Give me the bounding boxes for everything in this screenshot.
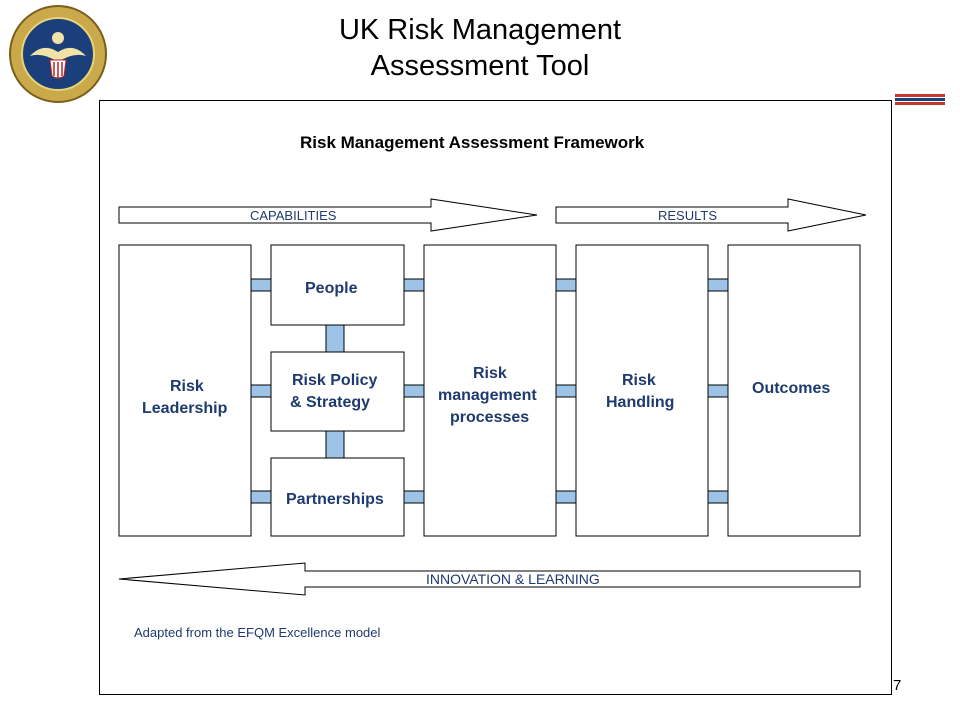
connector	[707, 384, 729, 398]
label-risk-handling: Risk Handling	[606, 372, 674, 411]
label-risk-policy: Risk Policy & Strategy	[290, 372, 382, 411]
dod-seal-logo	[9, 5, 107, 103]
connector	[325, 324, 345, 353]
box-risk-handling	[575, 244, 709, 537]
slide-title: UK Risk Management Assessment Tool	[230, 12, 730, 84]
slide-title-line1: UK Risk Management	[338, 14, 622, 46]
box-outcomes	[727, 244, 861, 537]
connector	[403, 490, 425, 504]
box-partnerships	[270, 457, 405, 537]
label-outcomes: Outcomes	[752, 380, 830, 397]
connector	[250, 490, 272, 504]
results-arrow	[555, 198, 867, 232]
connector	[403, 384, 425, 398]
capabilities-label: CAPABILITIES	[250, 208, 337, 223]
label-risk-processes: Risk management processes	[438, 365, 541, 426]
label-risk-leadership: Risk Leadership	[142, 378, 228, 417]
connector	[250, 384, 272, 398]
connector	[325, 430, 345, 459]
innovation-label: INNOVATION & LEARNING	[426, 571, 600, 587]
label-partnerships: Partnerships	[286, 491, 384, 508]
box-risk-policy	[270, 351, 405, 432]
connector	[707, 490, 729, 504]
connector	[555, 490, 577, 504]
framework-frame	[99, 100, 892, 695]
capabilities-arrow	[118, 198, 538, 232]
flag-stripes	[895, 94, 945, 105]
source-note: Adapted from the EFQM Excellence model	[134, 625, 381, 640]
box-people	[270, 244, 405, 326]
results-label: RESULTS	[658, 208, 717, 223]
box-risk-processes	[423, 244, 557, 537]
connector	[555, 384, 577, 398]
connector	[250, 278, 272, 292]
label-people: People	[305, 280, 358, 297]
framework-title: Risk Management Assessment Framework	[300, 133, 645, 152]
box-risk-leadership	[118, 244, 252, 537]
innovation-arrow	[118, 562, 861, 596]
connector	[707, 278, 729, 292]
connector	[403, 278, 425, 292]
slide-title-line2: Assessment Tool	[370, 50, 590, 82]
page-number: 7	[893, 677, 902, 694]
connector	[555, 278, 577, 292]
